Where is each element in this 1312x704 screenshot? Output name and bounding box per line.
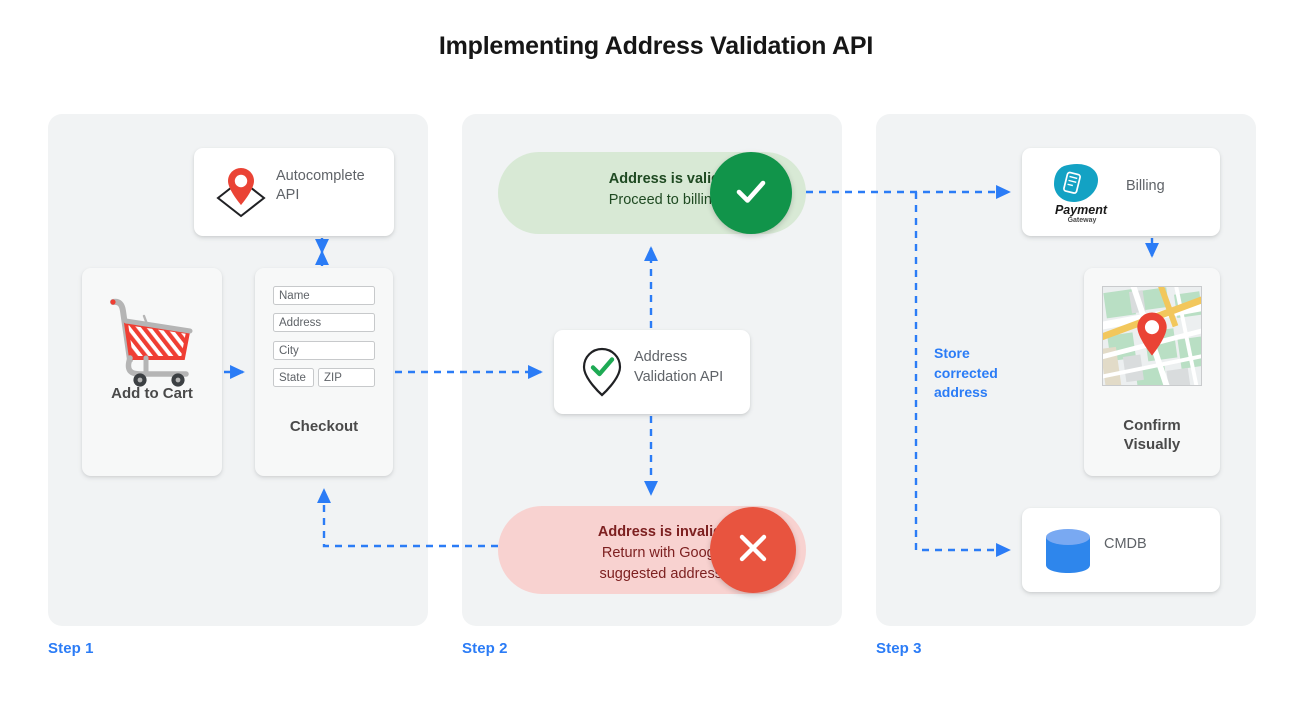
shopping-cart-icon	[100, 288, 204, 392]
zip-field[interactable]: ZIP	[318, 368, 375, 387]
cmdb-card[interactable]: CMDB	[1022, 508, 1220, 592]
address-valid-headline: Address is valid.	[608, 171, 724, 187]
map-thumbnail-icon	[1102, 286, 1202, 386]
address-field[interactable]: Address	[273, 313, 375, 332]
add-to-cart-card[interactable]: Add to Cart	[82, 268, 222, 476]
map-pin-diamond-icon	[210, 162, 272, 222]
pin-check-icon	[576, 346, 628, 398]
billing-card[interactable]: Payment Gateway Billing	[1022, 148, 1220, 236]
confirm-visually-card[interactable]: Confirm Visually	[1084, 268, 1220, 476]
confirm-visually-caption: Confirm Visually	[1123, 417, 1181, 453]
autocomplete-api-label: Autocomplete API	[276, 168, 365, 203]
checkout-card[interactable]: Name Address City State ZIP Checkout	[255, 268, 393, 476]
address-validation-api-card[interactable]: Address Validation API	[554, 330, 750, 414]
invalid-status-badge	[710, 507, 796, 593]
cmdb-label: CMDB	[1104, 536, 1147, 552]
database-cylinder-icon	[1042, 526, 1094, 576]
address-invalid-headline: Address is invalid.	[597, 524, 726, 540]
x-icon	[732, 527, 774, 574]
autocomplete-api-card[interactable]: Autocomplete API	[194, 148, 394, 236]
step-3-label: Step 3	[876, 640, 922, 657]
billing-label: Billing	[1126, 178, 1165, 194]
step-1-label: Step 1	[48, 640, 94, 657]
address-valid-text: Address is valid. Proceed to billing.	[516, 169, 724, 211]
city-field[interactable]: City	[273, 341, 375, 360]
checkout-caption: Checkout	[289, 418, 359, 435]
name-field[interactable]: Name	[273, 286, 375, 305]
store-corrected-address-annotation: Store corrected address	[934, 345, 998, 400]
add-to-cart-caption: Add to Cart	[111, 385, 193, 402]
valid-status-badge	[710, 152, 792, 234]
payment-gateway-line2: Gateway	[1068, 217, 1097, 224]
page-title: Implementing Address Validation API	[438, 32, 874, 60]
checkmark-icon	[729, 169, 773, 218]
step-2-label: Step 2	[462, 640, 508, 657]
payment-gateway-line1: Payment	[1055, 203, 1108, 217]
state-field[interactable]: State	[273, 368, 314, 387]
address-valid-detail: Proceed to billing.	[608, 192, 724, 208]
address-invalid-detail-2: suggested address.	[599, 566, 726, 582]
address-validation-api-label: Address Validation API	[634, 349, 724, 385]
address-invalid-detail-1: Return with Google	[601, 545, 726, 561]
address-invalid-text: Address is invalid. Return with Google s…	[508, 522, 726, 585]
payment-gateway-logo: Payment Gateway	[1042, 162, 1122, 224]
